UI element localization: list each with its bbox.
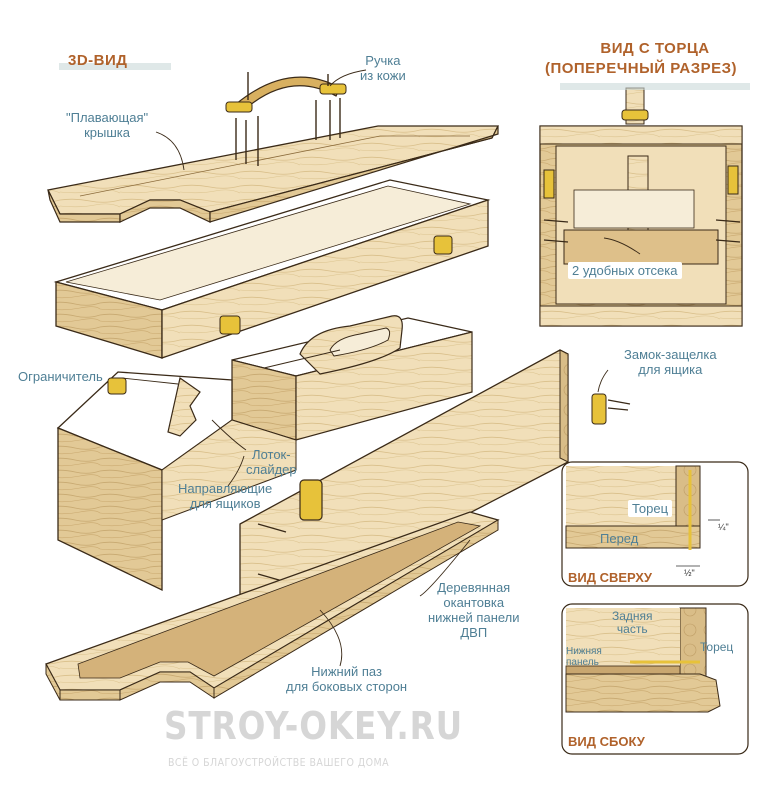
label-lid-line2: крышка xyxy=(84,125,130,140)
label-edging-line3: нижней панели xyxy=(428,610,520,625)
side-detail-bottom-line1: Нижняя xyxy=(566,646,602,657)
label-groove-line2: для боковых сторон xyxy=(286,679,408,694)
title-side-view: ВИД СБОКУ xyxy=(568,734,645,749)
label-tray: Лоток- слайдер xyxy=(246,447,297,477)
label-groove: Нижний паз для боковых сторон xyxy=(286,664,407,694)
side-detail-end: Торец xyxy=(700,640,734,654)
floating-lid xyxy=(47,125,500,223)
side-detail-back: Задняя часть xyxy=(612,610,653,636)
sliding-tray xyxy=(231,315,473,441)
top-detail-front: Перед xyxy=(600,531,639,546)
title-top-view: ВИД СВЕРХУ xyxy=(568,570,652,585)
upper-tray-frame xyxy=(53,179,491,359)
latch-hardware xyxy=(591,393,631,425)
label-edging-line1: Деревянная xyxy=(437,580,511,595)
side-detail-back-line1: Задняя xyxy=(612,609,653,623)
bottom-panel xyxy=(45,511,500,701)
label-lid: "Плавающая" крышка xyxy=(66,110,148,140)
label-handle-line2: из кожи xyxy=(360,68,406,83)
side-detail-back-line2: часть xyxy=(616,622,648,636)
top-detail-end: Торец xyxy=(628,500,673,517)
label-tray-line2: слайдер xyxy=(246,462,297,477)
title-3d-view: 3D-ВИД xyxy=(68,52,128,69)
label-latch: Замок-защелка для ящика xyxy=(624,347,717,377)
title-end-view-sub: (ПОПЕРЕЧНЫЙ РАЗРЕЗ) xyxy=(526,60,756,77)
watermark-site: STROY-OKEY.RU xyxy=(164,704,464,748)
label-guides-line2: для ящиков xyxy=(189,496,261,511)
label-stop: Ограничитель xyxy=(18,369,103,384)
leader-lines xyxy=(121,69,641,667)
label-tray-line1: Лоток- xyxy=(252,447,291,462)
leather-handle xyxy=(225,72,347,166)
title-end-view: ВИД С ТОРЦА xyxy=(570,40,740,57)
top-view-detail xyxy=(561,461,749,587)
dim-quarter-inch: ¼" xyxy=(718,522,729,532)
label-handle: Ручка из кожи xyxy=(360,53,406,83)
label-lid-line1: "Плавающая" xyxy=(66,110,149,125)
label-latch-line2: для ящика xyxy=(638,362,703,377)
watermark-tagline: ВСЁ О БЛАГОУСТРОЙСТВЕ ВАШЕГО ДОМА xyxy=(168,756,390,769)
side-detail-bottom-line2: панель xyxy=(566,657,599,668)
label-edging-line2: окантовка xyxy=(443,595,505,610)
label-compartments: 2 удобных отсека xyxy=(568,262,682,279)
title-underline-end xyxy=(560,83,750,90)
lower-box xyxy=(56,371,297,592)
end-view-section xyxy=(539,87,743,327)
label-latch-line1: Замок-защелка xyxy=(624,347,717,362)
label-guides: Направляющие для ящиков xyxy=(178,481,272,511)
label-groove-line1: Нижний паз xyxy=(311,664,382,679)
label-edging: Деревянная окантовка нижней панели ДВП xyxy=(428,580,520,640)
title-end-view-line2: (ПОПЕРЕЧНЫЙ РАЗРЕЗ) xyxy=(544,60,738,77)
title-underline-3d xyxy=(59,63,171,70)
dim-half-inch: ½" xyxy=(684,568,695,578)
label-edging-line4: ДВП xyxy=(460,625,488,640)
title-end-view-line1: ВИД С ТОРЦА xyxy=(600,40,710,57)
label-guides-line1: Направляющие xyxy=(178,481,273,496)
label-handle-line1: Ручка xyxy=(365,53,401,68)
side-detail-bottom: Нижняя панель xyxy=(566,646,602,668)
side-view-detail xyxy=(561,603,749,755)
